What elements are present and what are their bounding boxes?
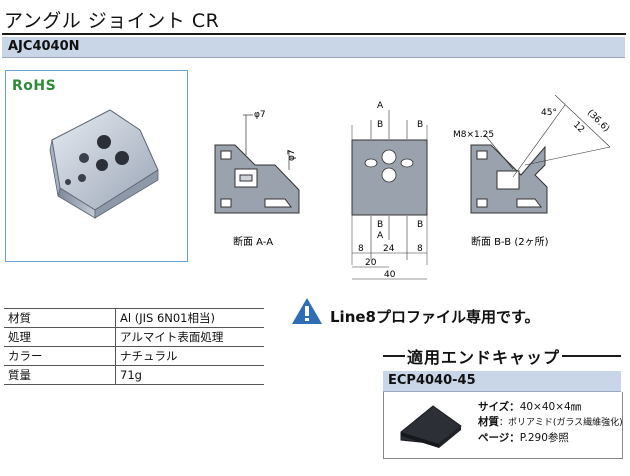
warning-icon (292, 298, 322, 324)
angle-45-label: 45° (541, 108, 557, 118)
label-a-bottom: A (377, 231, 384, 241)
title-divider (2, 33, 626, 35)
thread-label: M8×1.25 (453, 130, 494, 140)
dim-8-left: 8 (358, 244, 364, 254)
page-value: P.290参照 (519, 432, 569, 444)
label-b3: B (377, 220, 383, 230)
dim-40: 40 (384, 270, 396, 280)
label-b2: B (417, 120, 423, 130)
dim-20: 20 (365, 258, 377, 268)
label-b4: B (417, 220, 423, 230)
material-value: ：ポリアミド(ガラス繊維強化) (499, 418, 623, 428)
dim-24: 24 (383, 244, 395, 254)
technical-drawings: φ7 φ7 断面 A-A A A B B B B 8 24 8 20 40 M8… (214, 95, 611, 280)
material-label: 材質 (478, 416, 499, 428)
label-b1: B (377, 120, 383, 130)
spec-row: カラーナチュラル (4, 346, 264, 366)
phi7-label-side: φ7 (287, 149, 297, 161)
page-title: アングル ジョイント CR (4, 10, 220, 32)
notice-text: Line8プロファイル専用です。 (330, 308, 540, 326)
section-aa-caption: 断面 A-A (233, 235, 273, 248)
size-value: 40×40×4㎜ (519, 401, 582, 413)
end-cap-box (383, 392, 623, 459)
section-bb-drawing (470, 144, 548, 214)
product-photo (49, 109, 159, 219)
spec-row: 処理アルマイト表面処理 (4, 327, 264, 347)
end-cap-code-bar: ECP4040-45 (383, 371, 621, 392)
end-cap-code: ECP4040-45 (388, 373, 476, 388)
dim-36-6-label: (36.6) (585, 108, 611, 134)
end-cap-heading: 適用エンドキャップ (405, 344, 563, 368)
end-cap-photo (400, 405, 462, 448)
phi7-label-top: φ7 (254, 110, 266, 120)
end-cap-specs: サイズ：40×40×4㎜ 材質：ポリアミド(ガラス繊維強化) ページ：P.290… (478, 400, 623, 446)
dim-8-right: 8 (417, 244, 423, 254)
product-code-bar: AJC4040N (2, 37, 625, 58)
rohs-mark: RoHS (12, 78, 57, 94)
section-bb-caption: 断面 B-B (2ヶ所) (471, 235, 549, 248)
product-code: AJC4040N (8, 39, 80, 54)
page-label: ページ： (478, 432, 520, 444)
label-a-top: A (377, 101, 384, 111)
size-label: サイズ： (478, 401, 520, 413)
section-aa-drawing (214, 144, 300, 214)
